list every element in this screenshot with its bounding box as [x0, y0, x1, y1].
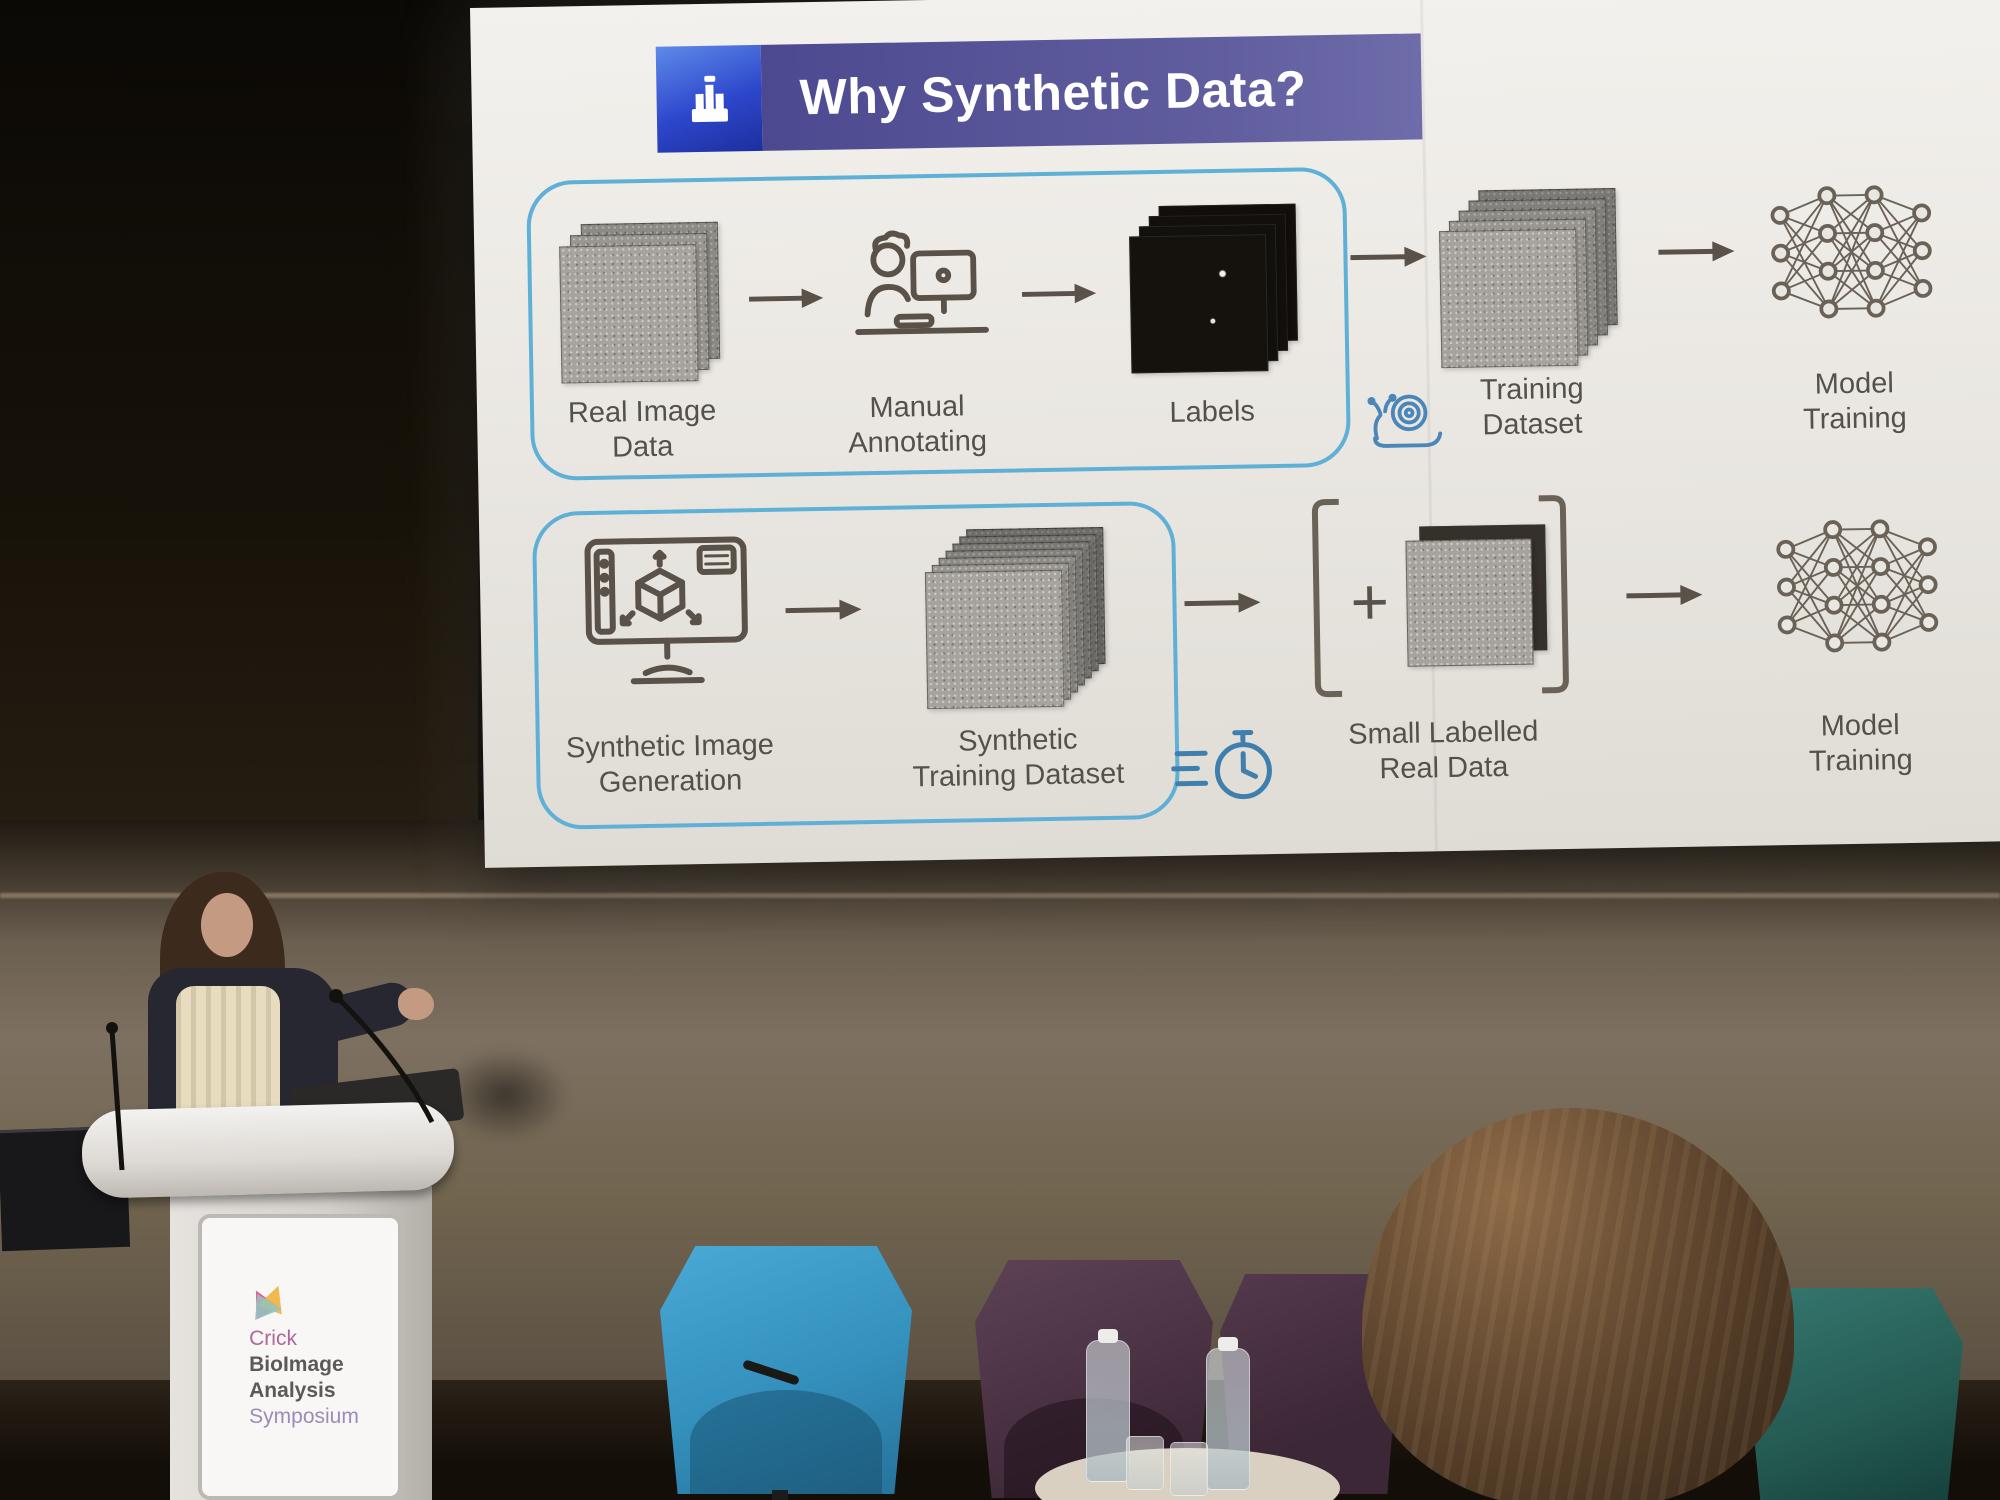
microphone-icon [106, 989, 435, 1171]
arrow-icon [1184, 592, 1261, 613]
drinking-glass [1126, 1436, 1164, 1490]
small-labelled-real-data-image [1405, 524, 1548, 667]
arrow-icon [1658, 241, 1735, 262]
synthetic-training-dataset-label: Synthetic Training Dataset [912, 723, 1125, 794]
synthetic-generator-icon [579, 531, 754, 702]
small-labelled-real-data-label: Small Labelled Real Data [1347, 715, 1539, 786]
arrow-icon [1350, 246, 1427, 267]
snail-icon [1359, 381, 1456, 455]
university-logo-icon [655, 44, 763, 153]
dark-room-background [0, 0, 478, 840]
synthetic-image-generation-label: Synthetic Image Generation [565, 728, 775, 800]
crick-logo: Crick BioImage Analysis Symposium [241, 1285, 359, 1430]
left-bracket-icon [1311, 498, 1343, 698]
presenter-face [201, 893, 253, 957]
crick-logo-line: Analysis [249, 1379, 336, 1402]
crick-logo-line: Symposium [249, 1405, 359, 1429]
manual-annotating-label: Manual Annotating [848, 390, 988, 460]
arrow-icon [749, 288, 824, 309]
bracket-group: + [1309, 494, 1571, 703]
labels-label: Labels [1169, 395, 1256, 429]
arrow-icon [785, 599, 862, 620]
crick-logo-line: Crick [249, 1326, 297, 1350]
slide-title: Why Synthetic Data? [799, 60, 1307, 126]
water-bottle [1206, 1337, 1250, 1490]
drinking-glass [1170, 1442, 1208, 1496]
real-image-data-stack [559, 221, 722, 385]
labels-stack [1129, 203, 1302, 377]
synthetic-training-dataset-stack [924, 527, 1107, 710]
model-training-label-2: Model Training [1808, 709, 1913, 779]
training-dataset-stack [1438, 188, 1621, 371]
chair-leg [772, 1490, 788, 1500]
model-training-label: Model Training [1802, 367, 1908, 437]
water-bottle [1086, 1329, 1130, 1482]
audience-head [1362, 1108, 1794, 1500]
neural-network-icon [1771, 494, 1944, 677]
timer-icon [1170, 722, 1285, 816]
training-dataset-label: Training Dataset [1479, 372, 1584, 442]
arrow-icon [1021, 283, 1097, 304]
arrow-icon [1626, 584, 1703, 605]
projection-screen: Why Synthetic Data? Real Image Data [470, 0, 2000, 868]
chair-blue [660, 1246, 912, 1494]
crick-logo-line: BioImage [249, 1352, 344, 1376]
real-image-data-label: Real Image Data [567, 394, 717, 464]
annotator-icon [839, 217, 997, 370]
wall-seam-line [0, 893, 2000, 898]
slide-title-bar: Why Synthetic Data? [760, 33, 1423, 151]
right-bracket-icon [1538, 495, 1569, 694]
presenter-hand [398, 988, 434, 1020]
neural-network-icon [1765, 160, 1938, 343]
podium-screen: Crick BioImage Analysis Symposium [198, 1214, 402, 1500]
plus-sign: + [1349, 564, 1390, 639]
